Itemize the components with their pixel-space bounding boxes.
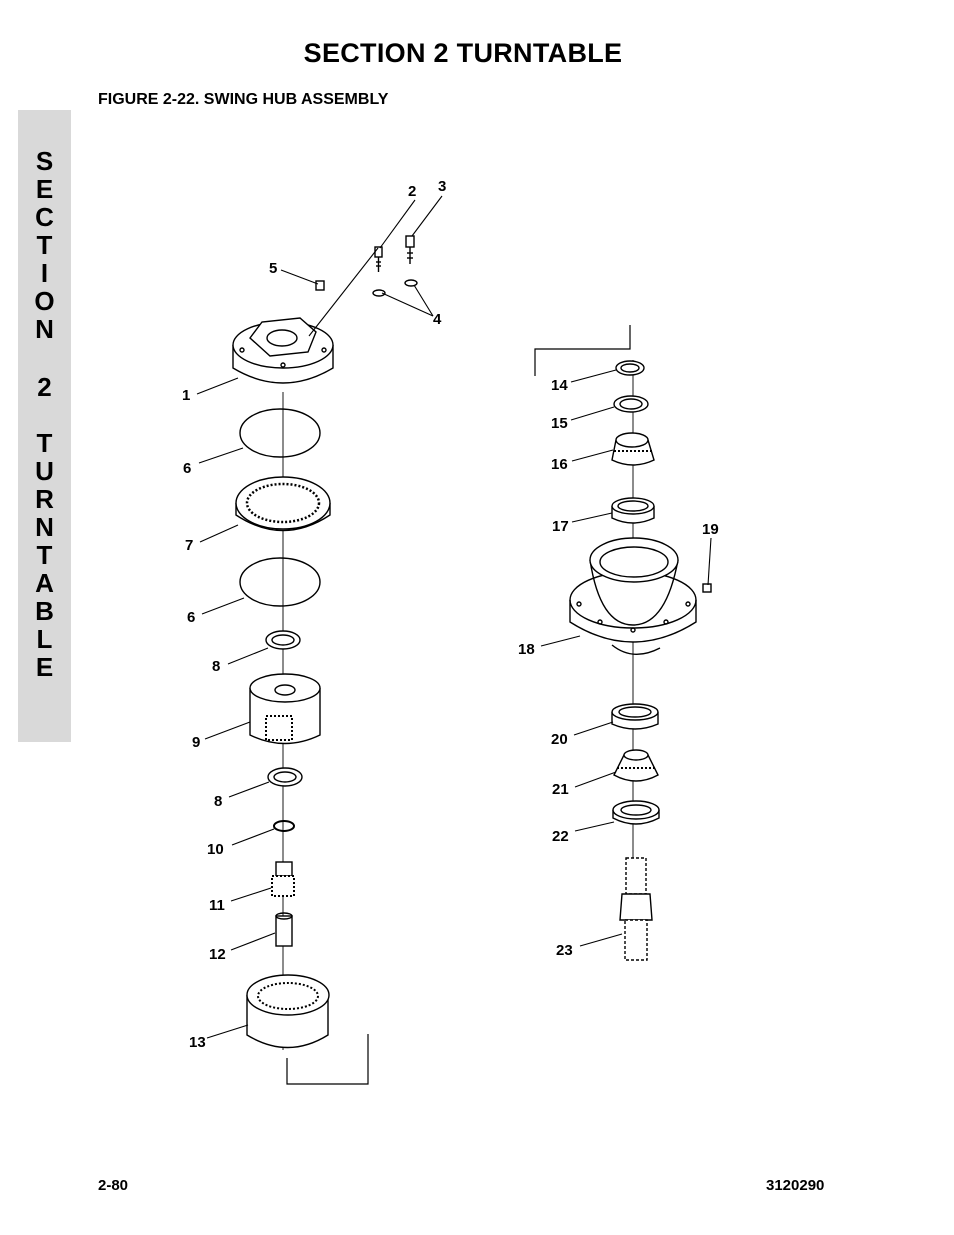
callout-5: 5: [269, 260, 277, 277]
washer-part-10: [273, 820, 295, 832]
side-tab-letter: T: [36, 540, 53, 570]
side-tab-letter: E: [35, 652, 54, 682]
figure-caption: FIGURE 2-22. SWING HUB ASSEMBLY: [98, 91, 389, 108]
planet-carrier-part-9: [249, 673, 321, 745]
callout-18: 18: [518, 641, 535, 658]
side-tab-letter: N: [35, 314, 54, 344]
seal-part-22: [612, 800, 660, 825]
side-tab-letter: A: [35, 568, 54, 598]
callout-6b: 6: [187, 609, 195, 626]
thrust-washer-part-8-upper: [265, 630, 301, 650]
bracket-right: [534, 325, 631, 376]
callout-17: 17: [552, 518, 569, 535]
side-tab-letter: B: [35, 596, 54, 626]
page-title: SECTION 2 TURNTABLE: [303, 38, 623, 68]
side-tab-letter: I: [40, 258, 49, 288]
bolt-part-2: [374, 246, 383, 272]
o-ring-part-6-lower: [239, 557, 321, 607]
section-side-tab: S E C T I O N 2 T U R N T A B L E: [18, 110, 71, 742]
callout-3: 3: [438, 178, 446, 195]
callout-14: 14: [551, 377, 568, 394]
callout-6a: 6: [183, 460, 191, 477]
side-tab-letter: L: [36, 624, 53, 654]
washer-part-15: [613, 395, 649, 413]
callout-21: 21: [552, 781, 569, 798]
callout-15: 15: [551, 415, 568, 432]
side-tab-letter: O: [34, 286, 55, 316]
callout-16: 16: [551, 456, 568, 473]
callout-11: 11: [209, 897, 225, 914]
side-tab-letter: R: [35, 484, 54, 514]
document-number: 3120290: [766, 1177, 825, 1194]
side-tab-letter: U: [35, 456, 54, 486]
callout-2: 2: [408, 183, 416, 200]
callout-7: 7: [185, 537, 193, 554]
output-shaft-part-23: [619, 857, 653, 961]
bracket-left: [286, 1034, 369, 1085]
cover-part-1: [232, 317, 334, 384]
callout-20: 20: [551, 731, 568, 748]
side-tab-letter: 2: [37, 372, 52, 402]
callout-8a: 8: [212, 658, 220, 675]
page-number: 2-80: [98, 1177, 129, 1194]
callout-1: 1: [182, 387, 190, 404]
bolt-part-3: [405, 235, 415, 264]
callout-19: 19: [702, 521, 719, 538]
o-ring-part-6-upper: [239, 408, 321, 458]
bearing-cone-part-21: [613, 749, 659, 782]
seal-part-14: [615, 360, 645, 376]
hub-part-18: [569, 537, 697, 655]
callout-23: 23: [556, 942, 573, 959]
fitting-part-19: [702, 583, 712, 593]
callout-10: 10: [207, 841, 224, 858]
side-tab-letter: T: [36, 428, 53, 458]
side-tab-letter: T: [36, 230, 53, 260]
callout-12: 12: [209, 946, 226, 963]
thrust-washer-part-8-lower: [267, 767, 303, 787]
callout-9: 9: [192, 734, 200, 751]
callout-4: 4: [433, 311, 442, 328]
side-tab-letter: E: [35, 174, 54, 204]
ring-gear-part-13: [246, 974, 330, 1049]
callout-8b: 8: [214, 793, 222, 810]
sun-gear-part-11: [271, 861, 295, 897]
bearing-cup-part-17: [611, 497, 655, 524]
setscrew-part-5: [315, 280, 325, 291]
ring-gear-part-7: [235, 476, 331, 532]
bearing-cone-part-16: [611, 432, 655, 466]
side-tab-letter: N: [35, 512, 54, 542]
washer-part-4a: [372, 289, 386, 297]
callout-13: 13: [189, 1034, 206, 1051]
spacer-part-12: [275, 912, 293, 947]
side-tab-letter: S: [35, 146, 54, 176]
washer-part-4b: [404, 279, 418, 287]
bearing-cup-part-20: [611, 703, 659, 730]
callout-22: 22: [552, 828, 569, 845]
side-tab-letter: C: [35, 202, 54, 232]
